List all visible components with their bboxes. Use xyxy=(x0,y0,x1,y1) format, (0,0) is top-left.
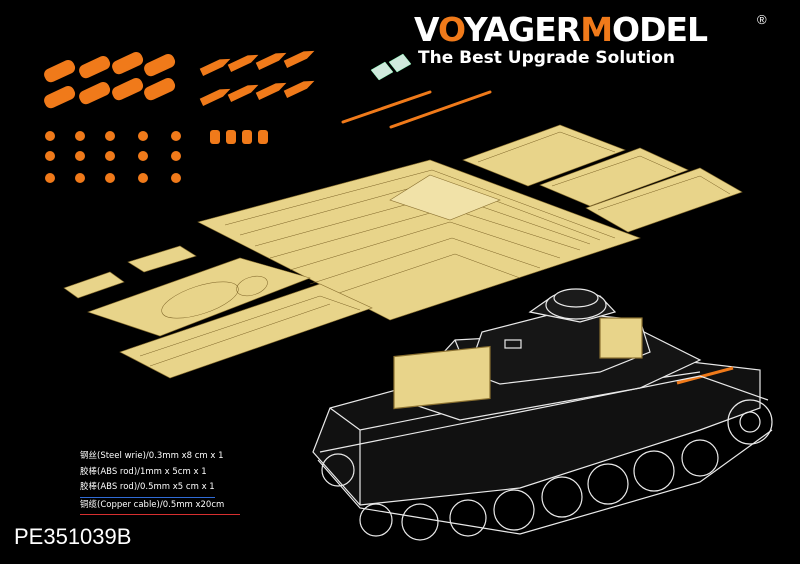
clear-parts xyxy=(370,53,412,81)
materials-list: 钢丝(Steel wrie)/0.3mm x8 cm x 1 胶棒(ABS ro… xyxy=(80,449,240,515)
rods xyxy=(341,90,492,129)
product-code: PE351039B xyxy=(14,524,132,549)
brand-text-part1: V xyxy=(414,10,439,49)
brand-text-m: M xyxy=(580,10,613,49)
brass-frets xyxy=(63,124,743,379)
brand-text-o: O xyxy=(437,10,465,49)
registered-mark: ® xyxy=(757,12,767,27)
brand-tagline: The Best Upgrade Solution xyxy=(418,48,676,68)
materials-item: 胶棒(ABS rod)/0.5mm x5 cm x 1 xyxy=(80,480,215,498)
resin-cylinders xyxy=(44,51,176,109)
materials-item: 铜缆(Copper cable)/0.5mm x20cm xyxy=(80,498,240,515)
materials-item: 胶棒(ABS rod)/1mm x 5cm x 1 xyxy=(80,466,207,477)
brand-text-part2: YAGER xyxy=(463,10,581,49)
tank-drawing xyxy=(312,288,773,541)
road-wheels xyxy=(321,399,773,541)
resin-shells xyxy=(199,50,315,106)
brand-text-part3: ODEL xyxy=(612,10,708,49)
resin-bolts xyxy=(45,130,268,183)
materials-item: 钢丝(Steel wrie)/0.3mm x8 cm x 1 xyxy=(80,451,224,461)
brand-logo: VOYAGERMODEL xyxy=(414,10,708,49)
